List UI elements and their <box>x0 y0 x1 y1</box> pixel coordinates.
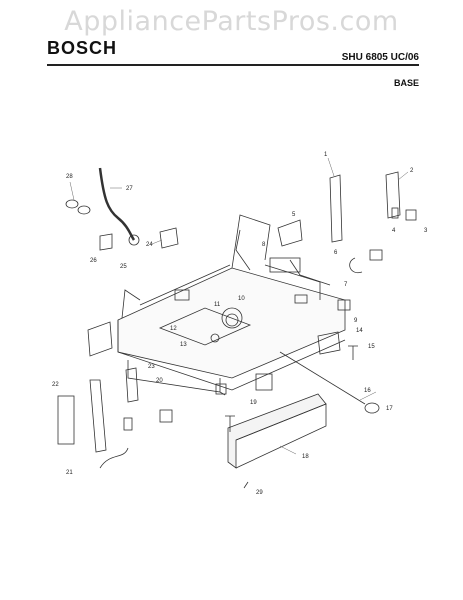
callout-28: 28 <box>66 174 73 180</box>
callout-5: 5 <box>292 212 296 218</box>
callout-9: 9 <box>354 318 358 324</box>
callout-1: 1 <box>324 152 328 158</box>
base-tub-drawing <box>117 214 346 396</box>
callout-20: 20 <box>156 378 163 384</box>
leader-lines <box>69 157 409 455</box>
callout-8: 8 <box>262 242 266 248</box>
callout-15: 15 <box>368 344 375 350</box>
callout-18: 18 <box>302 454 309 460</box>
watermark: AppliancePartsPros.com <box>64 6 399 37</box>
callout-27: 27 <box>126 186 133 192</box>
callout-10: 10 <box>238 296 245 302</box>
section-title: BASE <box>393 78 419 88</box>
callout-12: 12 <box>170 326 177 332</box>
callout-19: 19 <box>250 400 257 406</box>
callout-4: 4 <box>392 228 396 234</box>
callout-26: 26 <box>90 258 97 264</box>
callout-21: 21 <box>66 470 73 476</box>
callout-7: 7 <box>344 282 348 288</box>
callout-6: 6 <box>334 250 338 256</box>
model-number: SHU 6805 UC/06 <box>341 52 419 63</box>
callout-25: 25 <box>120 264 127 270</box>
callout-2: 2 <box>410 168 414 174</box>
callout-17: 17 <box>386 406 393 412</box>
callout-23: 23 <box>148 364 155 370</box>
callout-labels: 1 2 3 4 5 6 7 8 9 10 11 12 13 14 15 16 1… <box>52 152 428 496</box>
callout-14: 14 <box>356 328 363 334</box>
callout-22: 22 <box>52 382 59 388</box>
callout-13: 13 <box>180 342 187 348</box>
header-rule <box>47 64 419 66</box>
callout-16: 16 <box>364 388 371 394</box>
callout-11: 11 <box>214 302 221 308</box>
brand-logo: BOSCH <box>47 38 118 58</box>
callout-3: 3 <box>424 228 428 234</box>
callout-24: 24 <box>146 242 153 248</box>
component-drawings <box>57 167 417 489</box>
callout-29: 29 <box>256 490 263 496</box>
